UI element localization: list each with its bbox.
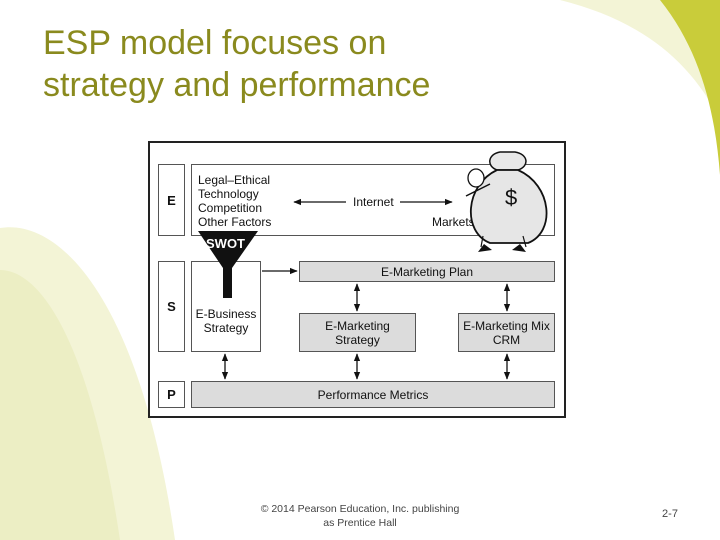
copyright-footer: © 2014 Pearson Education, Inc. publishin…	[250, 502, 470, 530]
factor-other: Other Factors	[198, 215, 272, 229]
row-s-box: S	[158, 261, 185, 352]
emarketing-mix-line-1: E-Marketing Mix	[463, 318, 550, 333]
row-s-letter: S	[167, 299, 176, 314]
slide-title: ESP model focuses on strategy and perfor…	[43, 22, 503, 106]
emarketing-strategy-line-1: E-Marketing	[325, 318, 390, 333]
factor-legal-ethical: Legal–Ethical	[198, 173, 271, 187]
emarketing-mix-box: E-Marketing Mix CRM	[458, 313, 555, 352]
page-number: 2-7	[662, 508, 678, 520]
emarketing-mix-line-2: CRM	[492, 332, 521, 347]
money-bag-dollar-sign: $	[505, 185, 518, 210]
accent-swoosh-top-right	[660, 0, 720, 175]
money-bag-icon	[465, 151, 548, 252]
performance-metrics-box: Performance Metrics	[191, 381, 555, 408]
ebusiness-strategy-line-1: E-Business	[195, 307, 257, 321]
ebusiness-strategy-line-2: Strategy	[203, 321, 249, 335]
factor-technology: Technology	[198, 187, 259, 201]
pale-swoosh-top-right	[560, 0, 720, 120]
internet-label: Internet	[353, 195, 394, 209]
row-p-box: P	[158, 381, 185, 408]
copyright-line-2: as Prentice Hall	[323, 517, 397, 529]
row-e-letter: E	[167, 192, 176, 208]
emarketing-strategy-box: E-Marketing Strategy	[299, 313, 416, 352]
pale-swoosh-left-inner	[0, 270, 120, 540]
copyright-line-1: © 2014 Pearson Education, Inc. publishin…	[260, 503, 460, 515]
factor-competition: Competition	[198, 201, 263, 215]
emarketing-plan-box: E-Marketing Plan	[299, 261, 555, 282]
swot-label: SWOT	[206, 236, 245, 251]
performance-metrics-label: Performance Metrics	[317, 387, 429, 402]
markets-label: Markets	[432, 215, 475, 229]
slide-title-line-1: ESP model focuses on	[43, 24, 387, 62]
swot-funnel-icon	[198, 231, 258, 298]
emarketing-strategy-line-2: Strategy	[335, 332, 380, 347]
environment-factors-list: Legal–Ethical Technology Competition Oth…	[198, 173, 271, 229]
slide-title-line-2: strategy and performance	[43, 66, 431, 104]
row-p-letter: P	[167, 387, 176, 402]
row-e-box: E	[158, 164, 185, 236]
emarketing-plan-label: E-Marketing Plan	[380, 264, 474, 279]
